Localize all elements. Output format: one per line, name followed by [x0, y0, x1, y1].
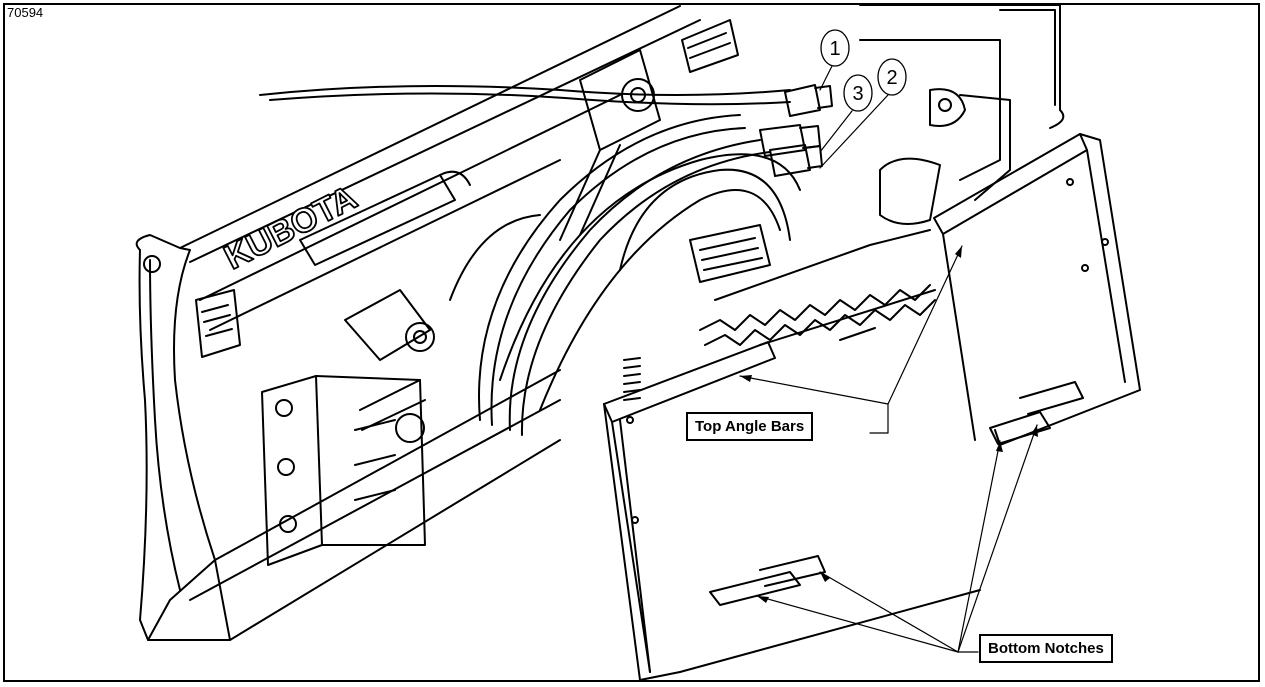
hose-callout-2-text: 2 — [886, 67, 897, 89]
figure-frame — [3, 3, 1260, 682]
rear-frame — [859, 39, 1001, 225]
dozer-blade — [135, 4, 1065, 641]
leader-lines — [739, 245, 1038, 653]
kubota-logo-text: KUBOTA — [218, 178, 363, 277]
bottom-notch-left — [709, 571, 801, 606]
valve-block — [689, 224, 771, 283]
attachment-plate-front — [603, 341, 981, 681]
attachment-plate-rear — [933, 133, 1141, 446]
kubota-logo: KUBOTA — [217, 177, 363, 278]
quick-coupler-1 — [784, 84, 833, 117]
hose-callout-3: 3 — [819, 74, 873, 153]
warning-decal-top — [681, 19, 739, 73]
warning-decal-left — [195, 289, 241, 358]
hose-callout-2: 2 — [819, 58, 907, 169]
figure-id: 70594 — [7, 5, 44, 20]
hydraulic-hoses — [259, 85, 801, 436]
pivot-hole — [143, 255, 161, 273]
hose-callout-1-text: 1 — [829, 38, 840, 60]
hose-callout-1: 1 — [819, 29, 850, 91]
spring — [623, 357, 641, 401]
quick-coupler-2 — [769, 144, 823, 177]
leader-arrowheads — [740, 246, 1038, 603]
ribbed-deck — [699, 229, 936, 346]
bottom-notch-right — [989, 411, 1051, 445]
mounting-bracket — [261, 375, 426, 566]
hose-callout-3-text: 3 — [852, 83, 863, 105]
lift-cylinder — [299, 170, 471, 431]
callout-top-angle-bars: Top Angle Bars — [686, 412, 814, 441]
callout-bottom-notches: Bottom Notches — [979, 634, 1113, 663]
